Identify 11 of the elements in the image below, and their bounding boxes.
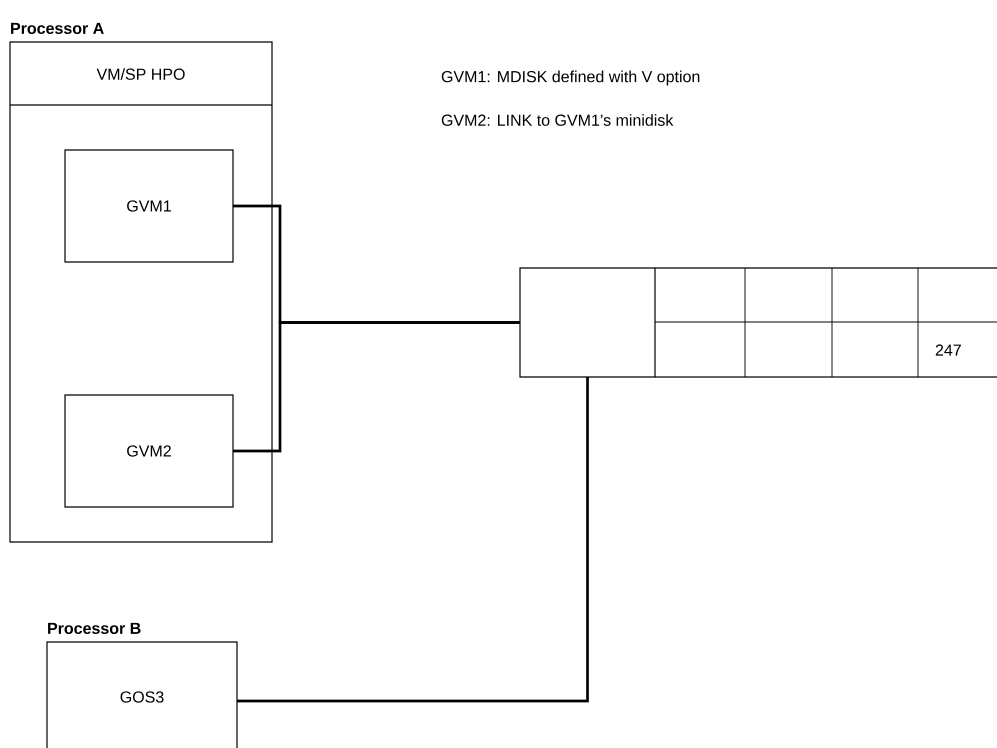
heading: Processor A <box>11 22 104 34</box>
note: GVM2: LINK to GVM1’s minidisk <box>442 114 674 126</box>
connector-line <box>237 377 589 702</box>
processor-box: GOS3 <box>46 641 238 748</box>
note: GVM1: MDISK defined with V option <box>442 70 700 86</box>
connector-line <box>233 321 520 452</box>
heading: Processor B <box>48 622 141 634</box>
control-unit-box <box>519 267 656 378</box>
process-box: GVM2 <box>64 394 234 508</box>
process-box: GVM1 <box>64 149 234 263</box>
device-grid: 247 <box>654 267 997 378</box>
